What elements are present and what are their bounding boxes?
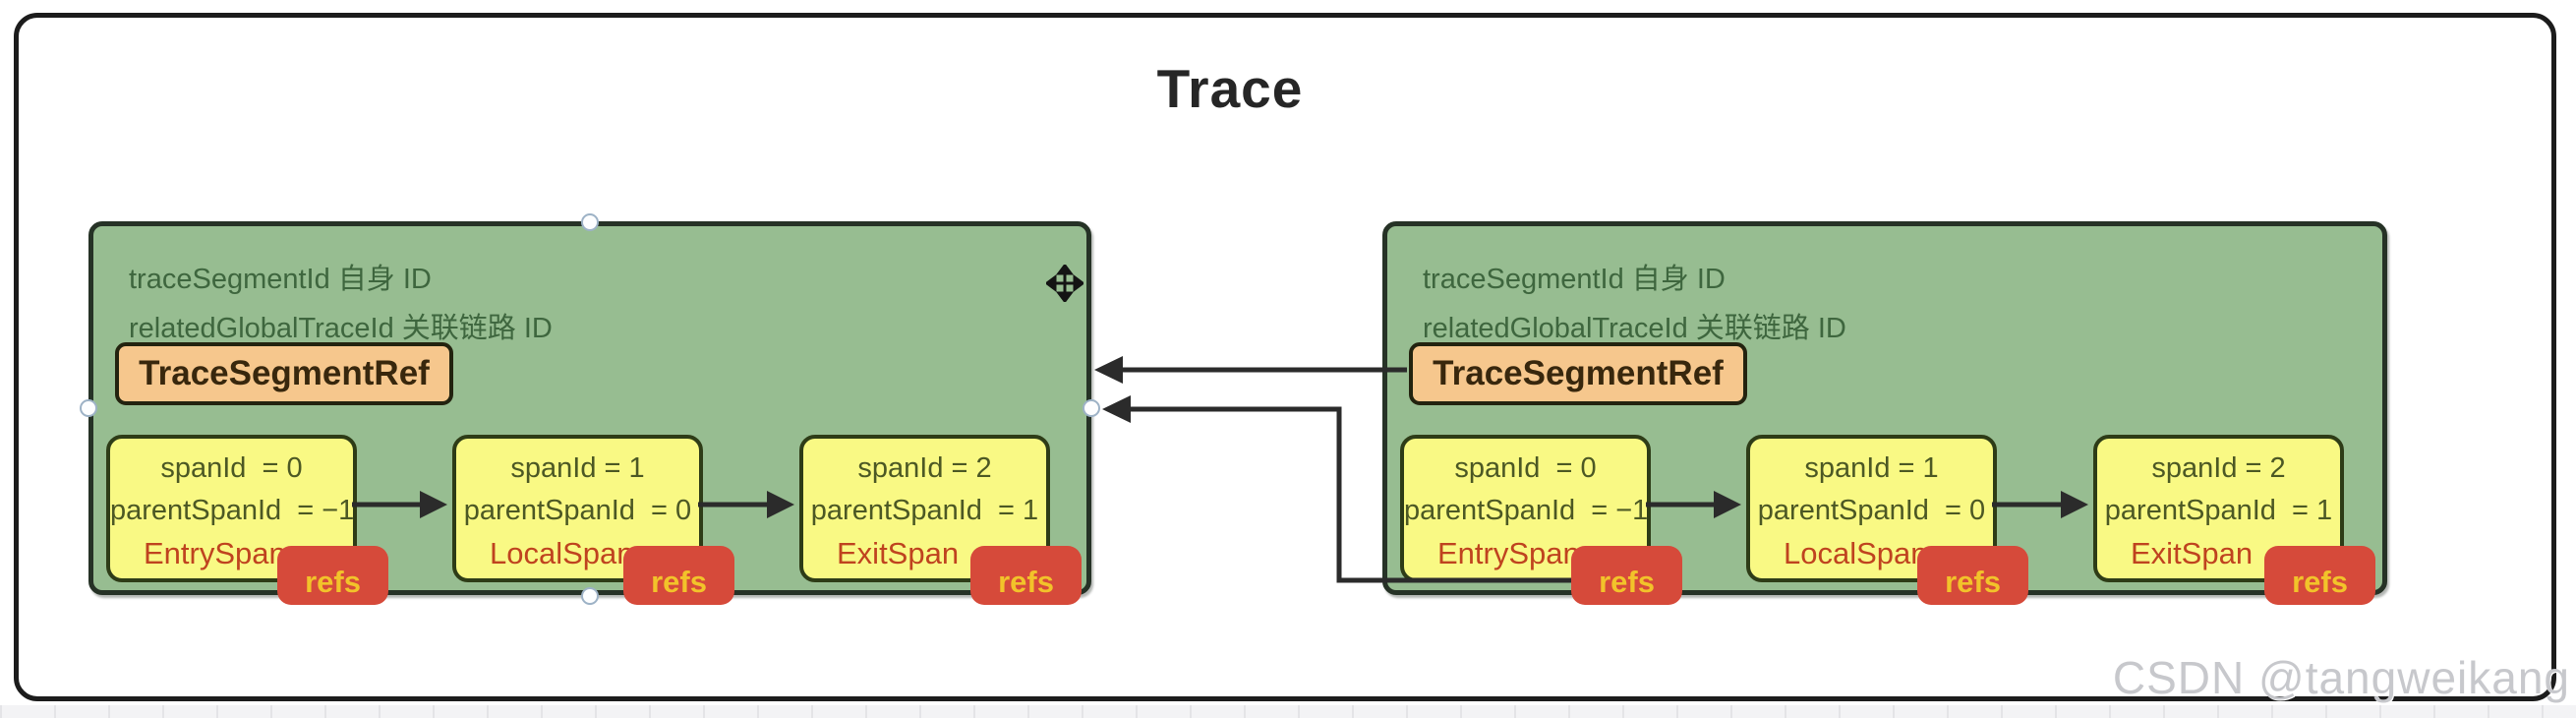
- related-global-trace-id-label: relatedGlobalTraceId 关联链路 ID: [129, 313, 553, 344]
- refs-badge[interactable]: refs: [277, 546, 388, 605]
- span-type-label: ExitSpan: [837, 536, 960, 570]
- page-title: Trace: [1156, 58, 1304, 119]
- parent-span-id-text: parentSpanId = 0: [463, 495, 692, 526]
- parent-span-id-text: parentSpanId = 1: [810, 495, 1039, 526]
- trace-segment-id-label: traceSegmentId 自身 ID: [129, 264, 432, 295]
- exit-span-box[interactable]: spanId = 2 parentSpanId = 1 ExitSpan: [799, 435, 1050, 582]
- span-id-text: spanId = 2: [2151, 452, 2286, 484]
- parent-span-id-text: parentSpanId = 1: [2104, 495, 2333, 526]
- parent-span-id-text: parentSpanId = 0: [1757, 495, 1986, 526]
- span-type-label: EntrySpan: [1437, 536, 1580, 570]
- span-type-label: EntrySpan: [144, 536, 286, 570]
- trace-segment-left[interactable]: traceSegmentId 自身 ID relatedGlobalTraceI…: [88, 221, 1091, 605]
- trace-segment-ref-button[interactable]: TraceSegmentRef: [1409, 342, 1747, 405]
- trace-segment-ref-button[interactable]: TraceSegmentRef: [115, 342, 453, 405]
- exit-span-box[interactable]: spanId = 2 parentSpanId = 1 ExitSpan: [2093, 435, 2344, 582]
- span-id-text: spanId = 0: [160, 452, 303, 484]
- span-id-text: spanId = 2: [857, 452, 992, 484]
- refs-badge[interactable]: refs: [623, 546, 734, 605]
- span-id-text: spanId = 0: [1454, 452, 1597, 484]
- move-cursor-icon: [1046, 265, 1083, 302]
- span-type-label: ExitSpan: [2131, 536, 2254, 570]
- trace-segment-right[interactable]: traceSegmentId 自身 ID relatedGlobalTraceI…: [1382, 221, 2387, 605]
- span-type-label: LocalSpan: [490, 536, 634, 570]
- refs-badge[interactable]: refs: [1571, 546, 1682, 605]
- refs-badge[interactable]: refs: [1917, 546, 2028, 605]
- span-type-label: LocalSpan: [1784, 536, 1928, 570]
- refs-badge[interactable]: refs: [2264, 546, 2375, 605]
- video-scrubber-strip[interactable]: [0, 705, 2576, 718]
- parent-span-id-text: parentSpanId = −1: [110, 495, 355, 526]
- parent-span-id-text: parentSpanId = −1: [1404, 495, 1649, 526]
- csdn-watermark: CSDN @tangweikang: [2112, 652, 2570, 703]
- trace-segment-id-label: traceSegmentId 自身 ID: [1423, 264, 1726, 295]
- span-id-text: spanId = 1: [510, 452, 645, 484]
- refs-badge[interactable]: refs: [970, 546, 1082, 605]
- related-global-trace-id-label: relatedGlobalTraceId 关联链路 ID: [1423, 313, 1846, 344]
- entry-span-box[interactable]: spanId = 0 parentSpanId = −1 EntrySpan: [106, 435, 357, 582]
- span-id-text: spanId = 1: [1804, 452, 1939, 484]
